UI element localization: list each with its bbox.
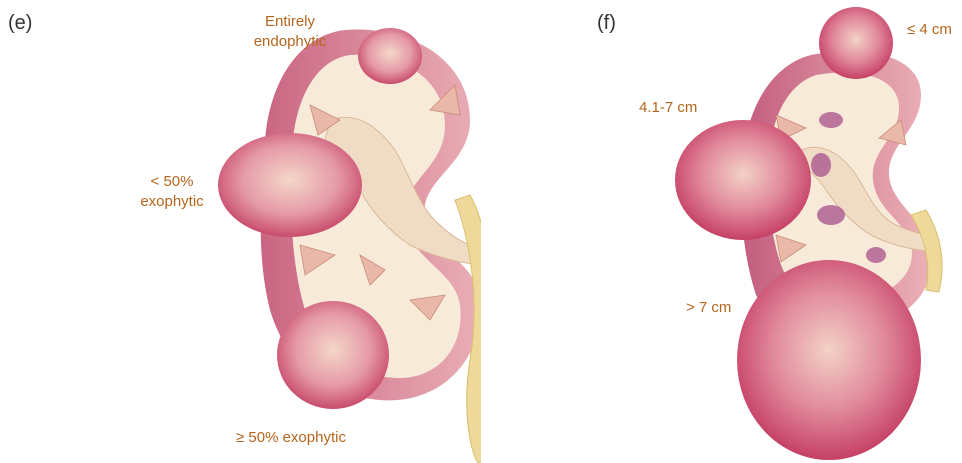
label-lt50-line1: < 50% <box>132 172 212 192</box>
label-entirely-endophytic: Entirely endophytic <box>240 12 340 52</box>
kidney-tumor-location-illustration <box>0 0 481 463</box>
label-greater-than-7cm: > 7 cm <box>686 298 731 318</box>
label-lt50-line2: exophytic <box>132 192 212 212</box>
tumor-4cm-or-less <box>819 7 893 79</box>
label-4cm-or-less: ≤ 4 cm <box>907 20 952 40</box>
kidney-tumor-size-illustration <box>481 0 962 463</box>
tumor-4-1-to-7cm <box>675 120 811 240</box>
label-less-than-50-exophytic: < 50% exophytic <box>132 172 212 212</box>
panel-label-f: (f) <box>597 12 616 35</box>
tumor-entirely-endophytic <box>358 28 422 84</box>
panel-label-e: (e) <box>8 12 32 35</box>
tumor-greater-than-7cm <box>737 260 921 460</box>
tumor-less-than-50-exophytic <box>218 133 362 237</box>
label-entirely-endophytic-line1: Entirely <box>240 12 340 32</box>
label-4-1-to-7cm: 4.1-7 cm <box>639 98 697 118</box>
label-entirely-endophytic-line2: endophytic <box>240 32 340 52</box>
tumor-50-or-more-exophytic <box>277 301 389 409</box>
panel-f: (f) ≤ 4 cm 4.1-7 cm > 7 cm <box>481 0 962 463</box>
label-50-or-more-exophytic: ≥ 50% exophytic <box>236 428 346 448</box>
panel-e: (e) Entirely endophytic < 50% exophytic … <box>0 0 481 463</box>
